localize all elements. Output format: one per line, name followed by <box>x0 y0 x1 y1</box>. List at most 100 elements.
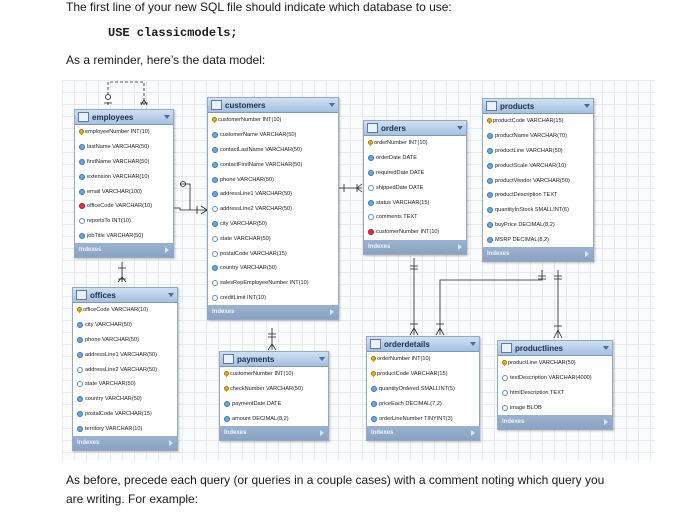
column-label: extension VARCHAR(10) <box>87 173 150 180</box>
table-icon <box>223 354 234 364</box>
expand-arrow-icon[interactable] <box>604 419 608 426</box>
not-null-column-icon <box>79 158 85 165</box>
column-label: requiredDate DATE <box>376 169 425 176</box>
not-null-column-icon <box>77 410 83 417</box>
not-null-column-icon <box>224 400 230 407</box>
chevron-down-icon[interactable] <box>457 126 463 130</box>
nullable-column-icon <box>77 366 83 373</box>
column-label: addressLine2 VARCHAR(50) <box>85 366 158 373</box>
indexes-footer[interactable]: Indexes <box>75 243 173 258</box>
not-null-column-icon <box>212 132 218 139</box>
column-label: officeCode VARCHAR(10) <box>83 307 149 314</box>
column-label: firstName VARCHAR(50) <box>87 158 150 165</box>
column-label: lastName VARCHAR(50) <box>87 144 150 151</box>
not-null-column-icon <box>79 232 85 239</box>
chevron-down-icon[interactable] <box>329 103 335 107</box>
table-icon <box>211 100 222 110</box>
nullable-column-icon <box>212 280 218 287</box>
column-label: contactLastName VARCHAR(50) <box>220 146 302 153</box>
chevron-down-icon[interactable] <box>168 293 174 297</box>
column-label: phone VARCHAR(50) <box>220 176 274 183</box>
indexes-footer[interactable]: Indexes <box>73 436 177 451</box>
column-row: image BLOB <box>498 400 612 415</box>
indexes-label: Indexes <box>79 247 102 254</box>
table-icon <box>78 112 89 122</box>
not-null-column-icon <box>77 351 83 358</box>
chevron-down-icon[interactable] <box>584 104 590 108</box>
column-label: comments TEXT <box>376 214 418 221</box>
expand-arrow-icon[interactable] <box>458 243 462 250</box>
primary-key-icon <box>502 360 507 367</box>
column-label: state VARCHAR(50) <box>220 235 271 242</box>
column-label: priceEach DECIMAL(7,2) <box>379 400 442 407</box>
expand-arrow-icon[interactable] <box>471 429 475 436</box>
chevron-down-icon[interactable] <box>164 115 170 119</box>
column-label: productVendor VARCHAR(50) <box>495 177 570 184</box>
table-header[interactable]: products <box>483 99 593 114</box>
column-row: officeCode VARCHAR(10) <box>75 199 173 214</box>
column-row: reportsTo INT(10) <box>75 214 173 229</box>
column-row: productCode VARCHAR(15) <box>483 114 593 129</box>
column-row: productDescription TEXT <box>483 188 593 203</box>
expand-arrow-icon[interactable] <box>330 309 334 316</box>
indexes-footer[interactable]: Indexes <box>367 425 479 440</box>
table-header[interactable]: payments <box>220 352 328 367</box>
not-null-column-icon <box>487 221 493 228</box>
expand-arrow-icon[interactable] <box>585 251 589 258</box>
column-row: territory VARCHAR(10) <box>73 421 177 436</box>
table-offices[interactable]: offices officeCode VARCHAR(10) city VARCHA… <box>72 287 178 452</box>
primary-key-icon <box>212 117 217 124</box>
indexes-label: Indexes <box>212 309 235 316</box>
table-header[interactable]: offices <box>73 288 177 303</box>
table-header[interactable]: orders <box>364 121 466 136</box>
table-header[interactable]: customers <box>208 98 338 113</box>
expand-arrow-icon[interactable] <box>165 247 169 254</box>
column-label: country VARCHAR(50) <box>85 396 142 403</box>
column-row: city VARCHAR(50) <box>73 318 177 333</box>
column-label: textDescription VARCHAR(4000) <box>510 375 592 382</box>
not-null-column-icon <box>371 415 377 422</box>
expand-arrow-icon[interactable] <box>320 430 324 437</box>
column-label: productLine VARCHAR(50) <box>495 147 563 154</box>
indexes-footer[interactable]: Indexes <box>220 426 328 441</box>
table-header[interactable]: orderdetails <box>367 337 479 352</box>
column-label: buyPrice DECIMAL(8,2) <box>495 221 555 228</box>
not-null-column-icon <box>212 146 218 153</box>
nullable-column-icon <box>502 389 508 396</box>
chevron-down-icon[interactable] <box>603 346 609 350</box>
column-row: state VARCHAR(50) <box>73 377 177 392</box>
column-row: lastName VARCHAR(50) <box>75 140 173 155</box>
column-row: productLine VARCHAR(50) <box>483 144 593 159</box>
column-row: addressLine1 VARCHAR(50) <box>208 187 338 202</box>
column-row: phone VARCHAR(50) <box>73 333 177 348</box>
expand-arrow-icon[interactable] <box>169 440 173 447</box>
not-null-column-icon <box>79 173 85 180</box>
indexes-label: Indexes <box>371 429 394 436</box>
reminder-text: As a reminder, here’s the data model: <box>66 53 266 67</box>
primary-key-icon <box>224 371 229 378</box>
chevron-down-icon[interactable] <box>319 357 325 361</box>
indexes-footer[interactable]: Indexes <box>208 305 338 320</box>
indexes-footer[interactable]: Indexes <box>364 239 466 254</box>
not-null-column-icon <box>77 336 83 343</box>
indexes-footer[interactable]: Indexes <box>483 247 593 262</box>
column-row: productVendor VARCHAR(50) <box>483 173 593 188</box>
table-icon <box>370 339 381 349</box>
chevron-down-icon[interactable] <box>470 342 476 346</box>
table-header[interactable]: employees <box>75 110 173 125</box>
indexes-footer[interactable]: Indexes <box>498 415 612 430</box>
relationship-lines <box>104 81 563 351</box>
primary-key-icon <box>79 129 84 136</box>
column-row: orderNumber INT(10) <box>367 352 479 367</box>
column-label: postalCode VARCHAR(15) <box>85 410 152 417</box>
column-label: quantityOrdered SMALLINT(5) <box>379 385 455 392</box>
column-label: productCode VARCHAR(15) <box>377 371 448 378</box>
table-header[interactable]: productlines <box>498 341 612 356</box>
